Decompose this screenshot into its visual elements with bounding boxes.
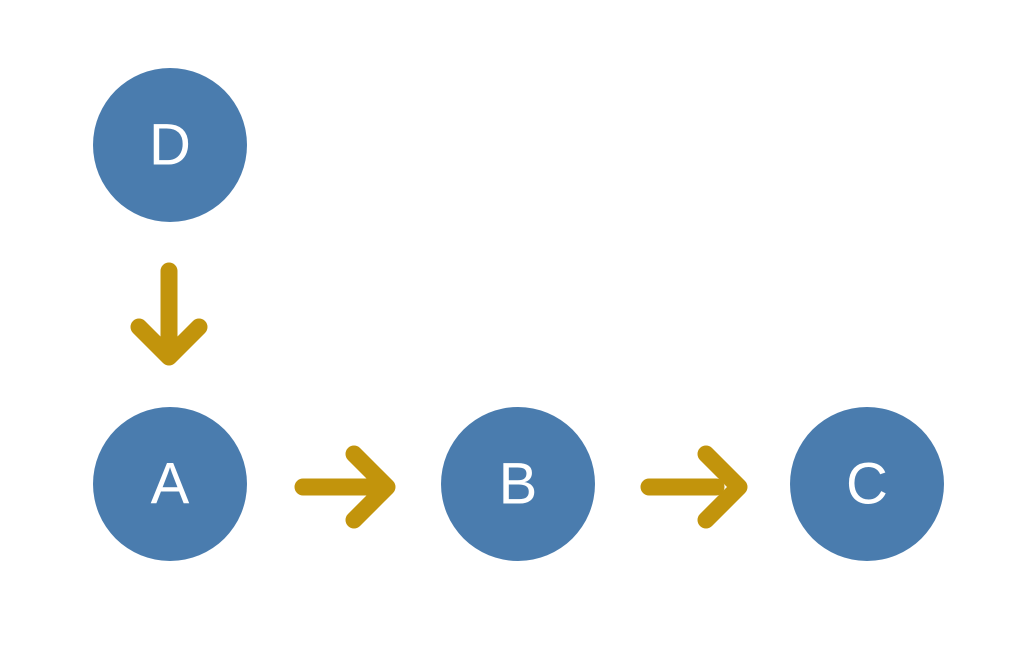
right-arrow-head — [697, 445, 748, 529]
node-b: B — [441, 407, 595, 561]
node-c: C — [790, 407, 944, 561]
node-a-circle — [93, 407, 247, 561]
node-c-circle — [790, 407, 944, 561]
node-b-label: B — [499, 452, 538, 517]
node-d-circle — [93, 68, 247, 222]
node-b-circle — [441, 407, 595, 561]
node-c-label: C — [846, 452, 888, 517]
right-arrow-icon — [640, 445, 748, 529]
node-d: D — [93, 68, 247, 222]
node-d-label: D — [149, 113, 191, 178]
down-arrow-icon — [130, 262, 208, 366]
right-arrow-head — [345, 445, 396, 529]
down-arrow-head — [130, 318, 208, 366]
right-arrow-icon — [294, 445, 396, 529]
node-a-label: A — [151, 452, 190, 517]
node-a: A — [93, 407, 247, 561]
